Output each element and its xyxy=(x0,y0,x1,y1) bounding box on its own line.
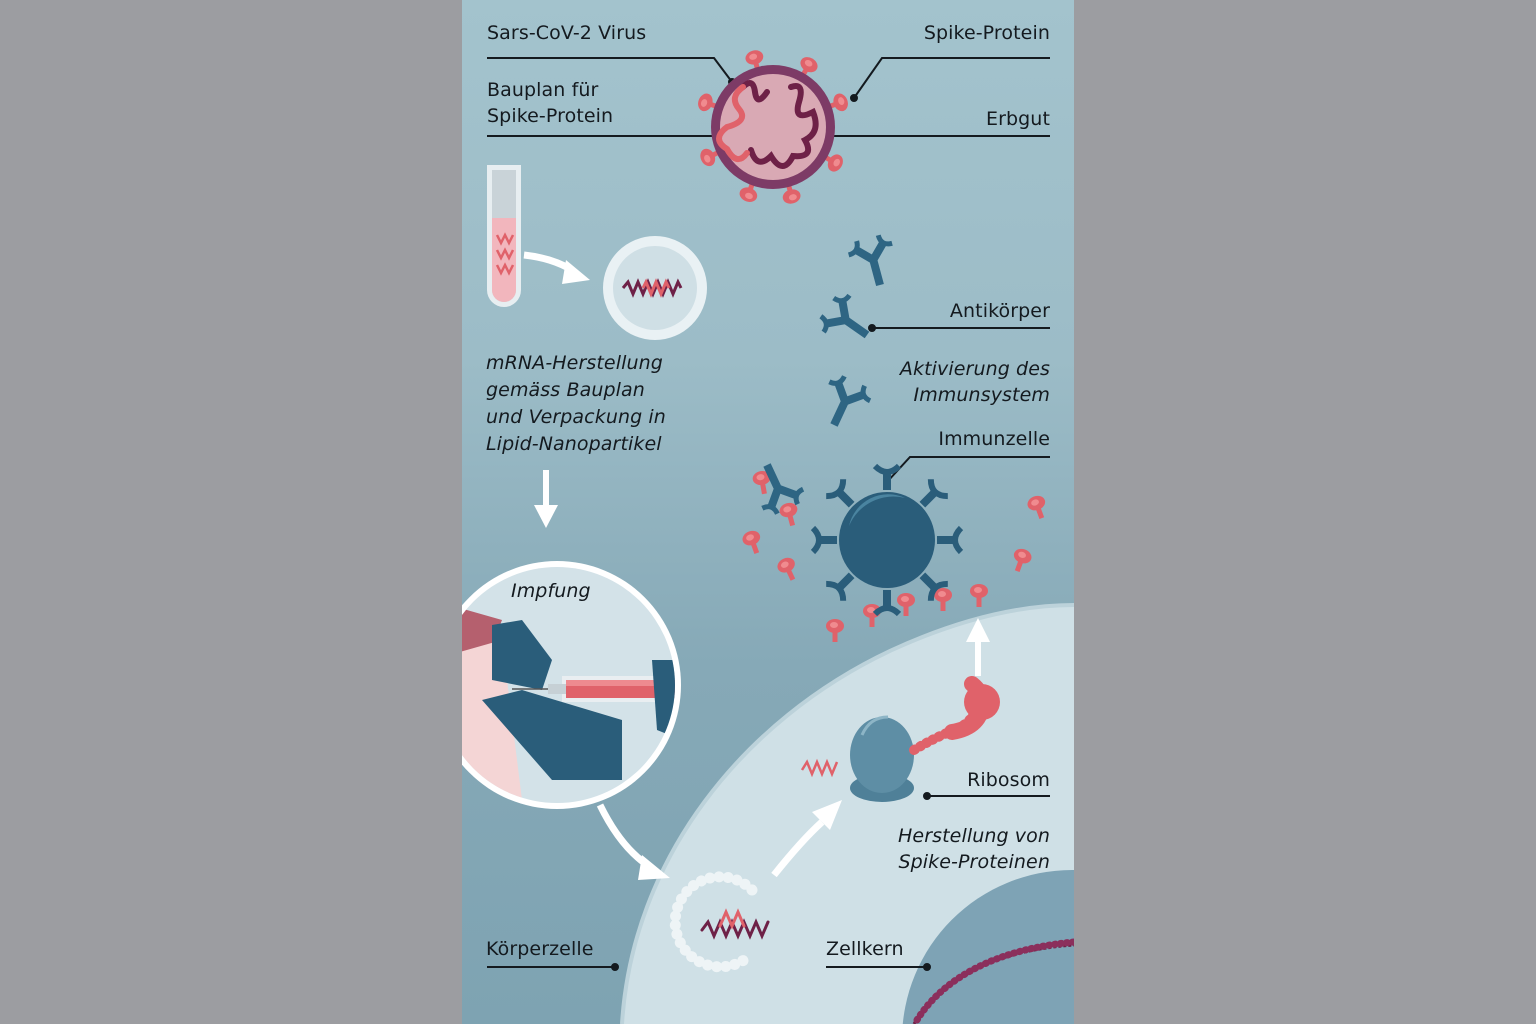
label-virus: Sars-CoV-2 Virus xyxy=(487,22,647,44)
nucleus-shape xyxy=(902,870,1074,1024)
arrow-up xyxy=(966,618,990,676)
label-activation-line1: Aktivierung des xyxy=(899,358,1050,380)
leader-lines xyxy=(487,57,1050,971)
virus-illustration xyxy=(695,48,851,206)
arrow-to-nanoparticle xyxy=(523,251,590,284)
label-ribosome: Ribosom xyxy=(967,769,1050,791)
label-mrna-line1: mRNA-Herstellung xyxy=(486,352,663,374)
label-body-cell: Körperzelle xyxy=(486,938,594,960)
label-mrna-line3: und Verpackung in xyxy=(486,406,666,428)
label-immune-cell: Immunzelle xyxy=(938,428,1050,450)
infographic-artwork xyxy=(462,48,1074,1024)
vaccination-inset xyxy=(462,561,681,809)
label-vaccination: Impfung xyxy=(511,580,591,602)
label-nucleus: Zellkern xyxy=(826,938,904,960)
arrow-down xyxy=(534,470,558,528)
lipid-nanoparticle xyxy=(603,236,707,340)
label-antibody: Antikörper xyxy=(949,300,1050,322)
arrow-into-cell xyxy=(596,803,670,880)
label-genome: Erbgut xyxy=(985,108,1050,130)
label-activation-line2: Immunsystem xyxy=(913,384,1050,406)
label-spike-protein: Spike-Protein xyxy=(923,22,1050,44)
label-blueprint-line2: Spike-Protein xyxy=(487,105,614,127)
label-blueprint-line1: Bauplan für xyxy=(487,79,599,101)
antibodies xyxy=(747,232,902,518)
immune-cell-illustration xyxy=(813,466,961,614)
infographic-panel: Sars-CoV-2 Virus Spike-Protein Bauplan f… xyxy=(462,0,1074,1024)
arrow-to-ribosome xyxy=(771,800,842,878)
nanoparticle-in-cell xyxy=(669,871,770,973)
label-production-line1: Herstellung von xyxy=(898,825,1050,847)
label-mrna-line4: Lipid-Nanopartikel xyxy=(486,433,662,455)
test-tube-illustration xyxy=(487,165,521,307)
label-production-line2: Spike-Proteinen xyxy=(898,851,1050,873)
ribosome-illustration xyxy=(800,676,1000,802)
label-mrna-line2: gemäss Bauplan xyxy=(486,379,645,401)
